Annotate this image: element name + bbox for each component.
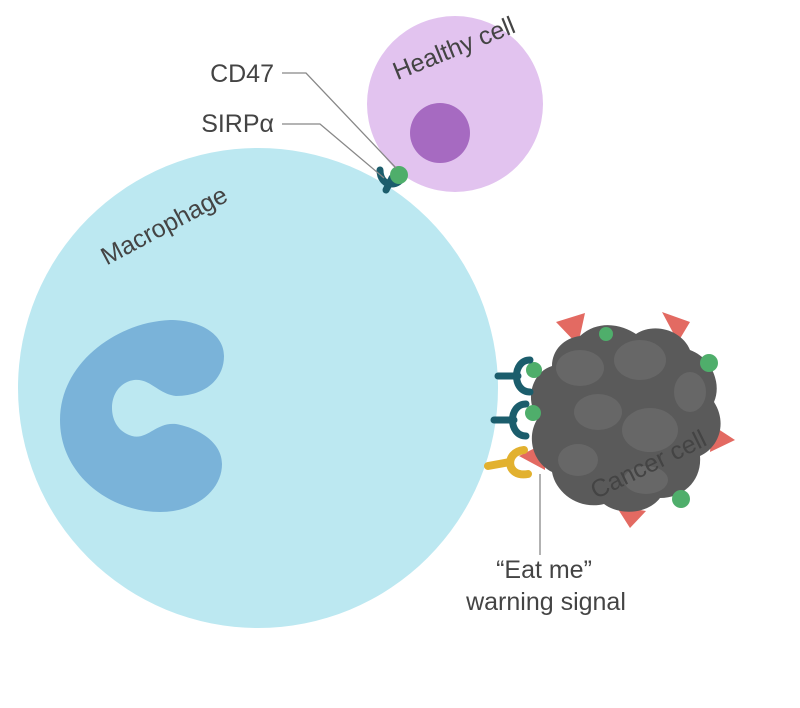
healthy-cell-nucleus [410,103,470,163]
label-eat-me-line1: “Eat me” [496,556,592,584]
macrophage-nucleus [60,320,224,512]
label-sirpa: SIRPα [201,110,274,138]
healthy-cell [367,16,543,192]
eat-me-receptor [484,446,532,479]
label-eat-me-line2: warning signal [465,588,626,616]
macrophage [18,148,498,628]
healthy-cell-membrane [367,16,543,192]
leader-lines [282,72,541,555]
cd47-protein-healthy [390,166,408,184]
cancer-cell [519,312,735,528]
cd47-proteins-cancer [525,327,718,508]
sirpa-receptor-cancer-2 [490,400,530,440]
sirpa-receptor-cancer-1 [494,356,534,396]
label-cd47: CD47 [210,60,274,88]
cancer-cell-texture [556,340,706,494]
